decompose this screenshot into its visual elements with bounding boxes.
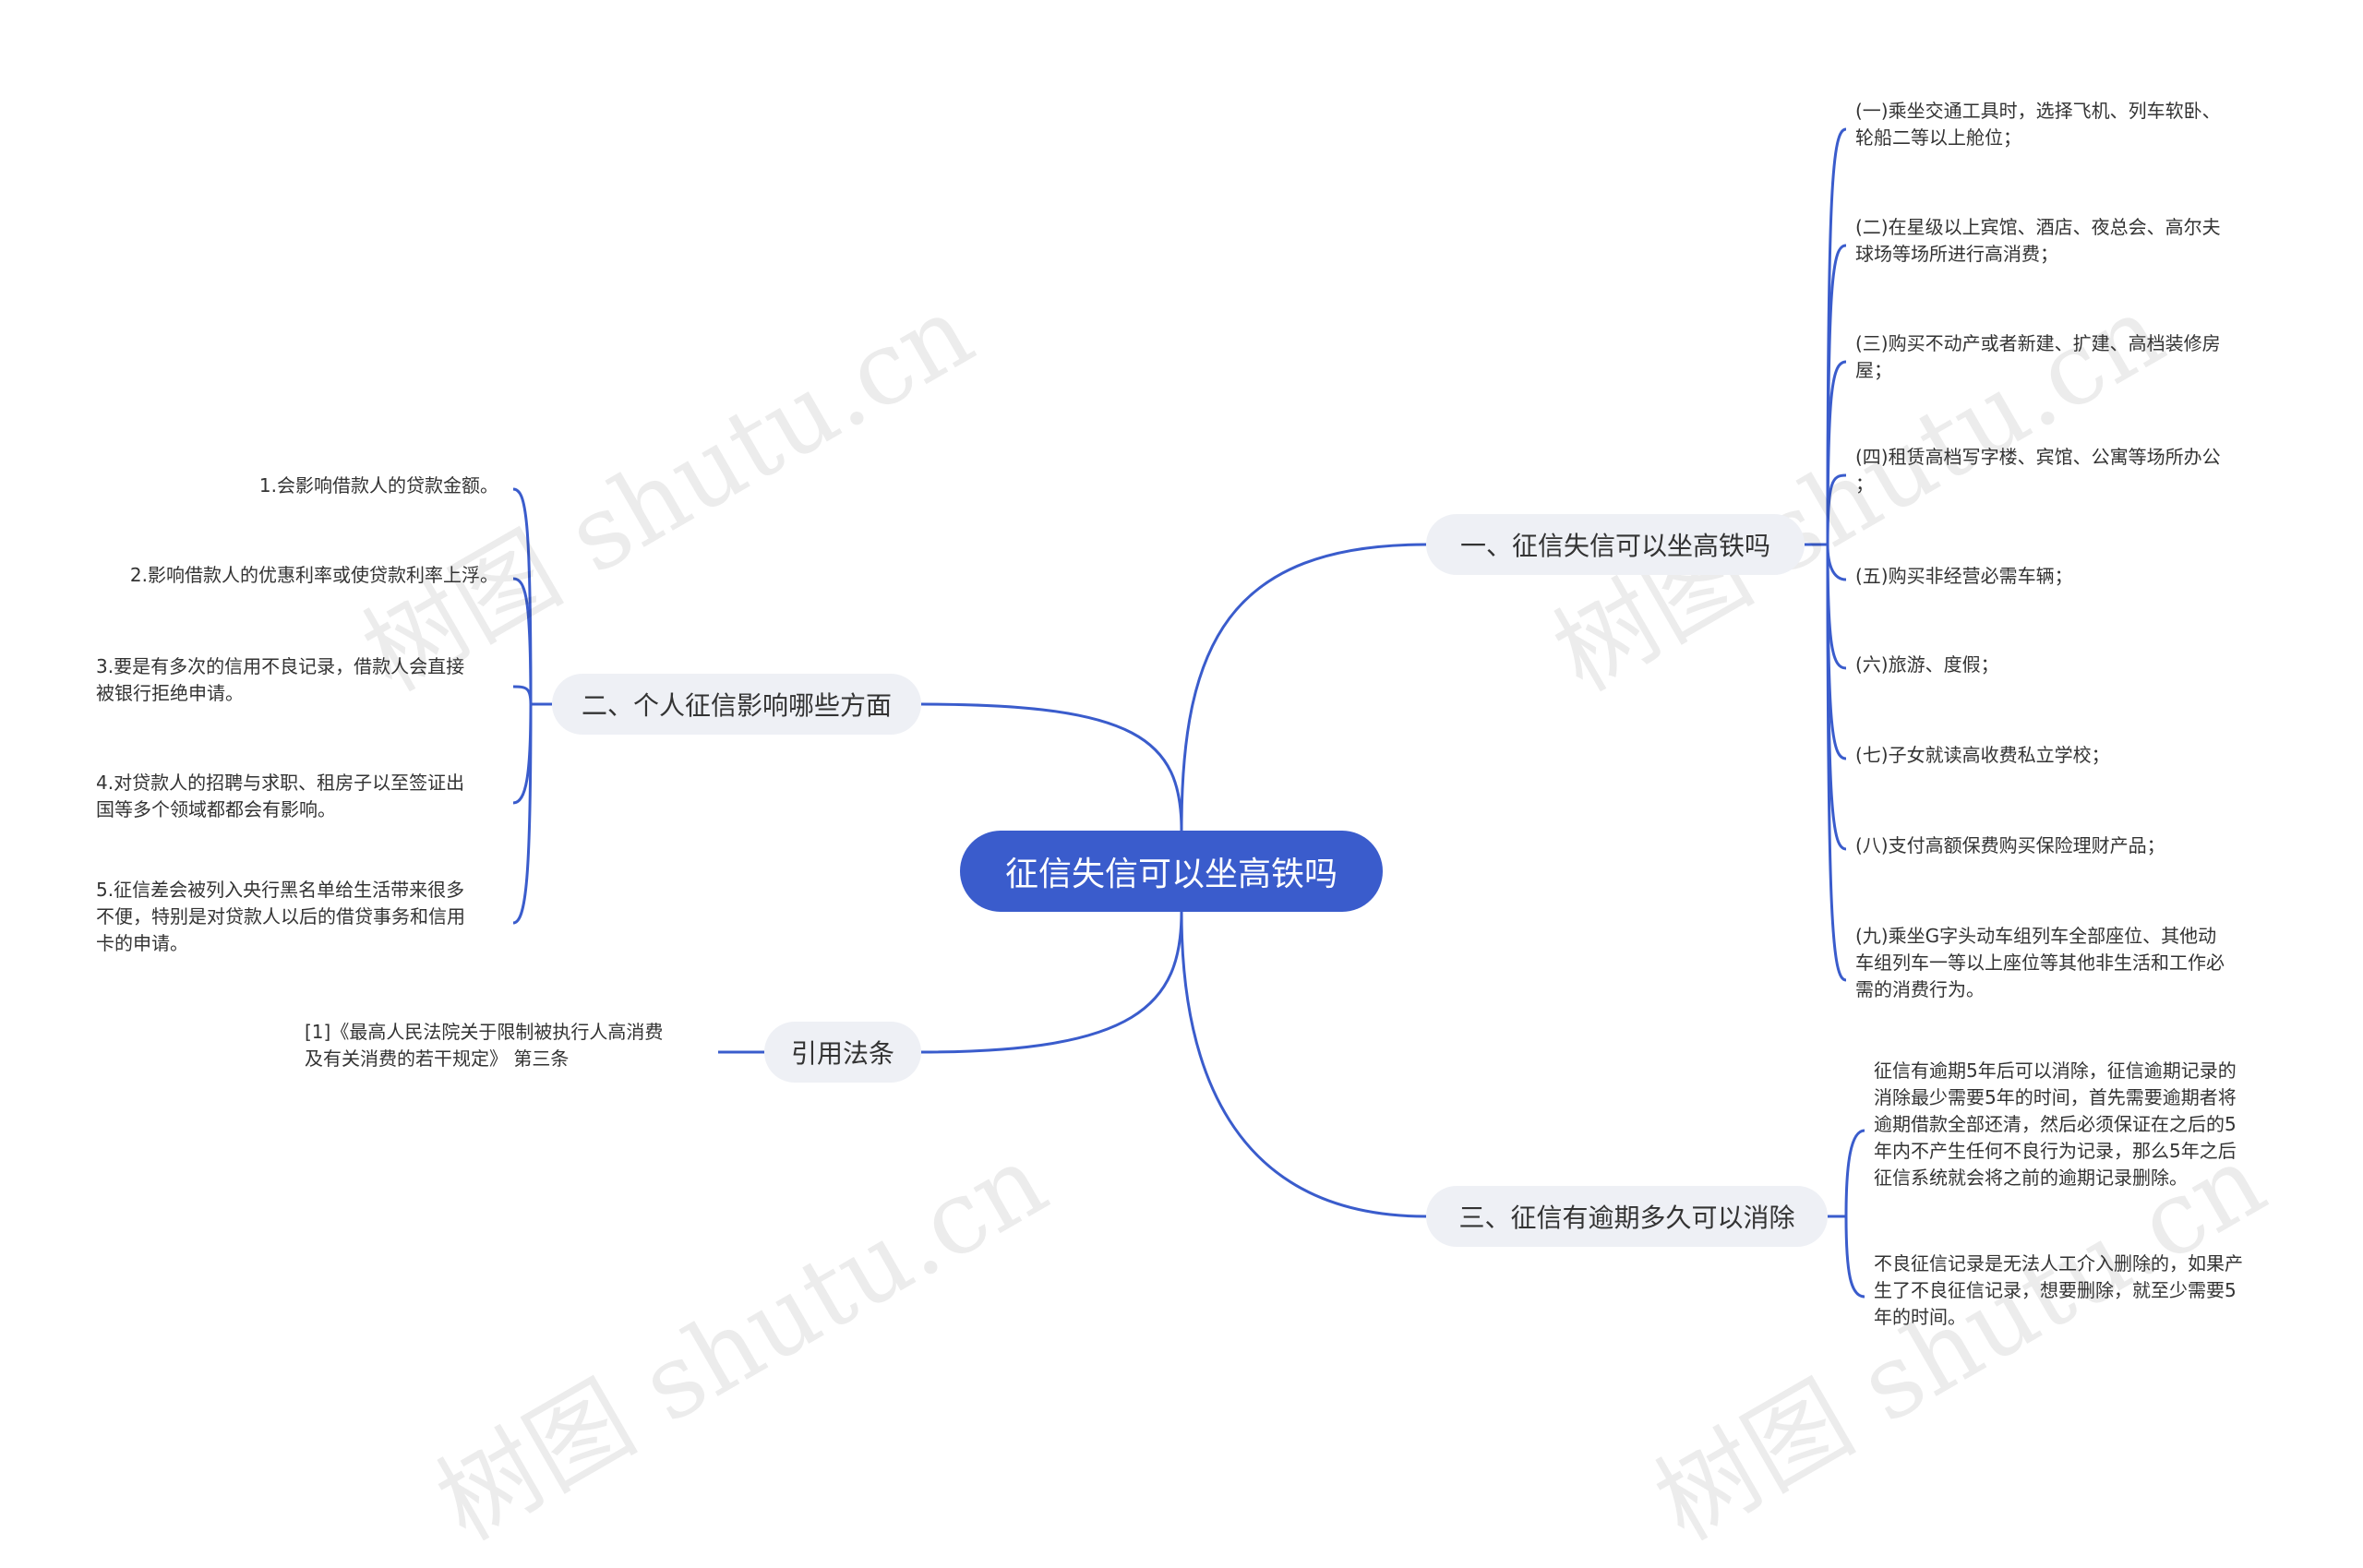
fan-b2-3	[512, 685, 533, 705]
branch1-item[interactable]: (二)在星级以上宾馆、酒店、夜总会、高尔夫 球场等场所进行高消费；	[1855, 216, 2221, 265]
central-topic[interactable]: 征信失信可以坐高铁吗	[960, 831, 1383, 912]
connector-lines	[512, 127, 1865, 1299]
link-center-branch4	[920, 911, 1183, 1054]
fan-b2-2	[512, 577, 533, 705]
fan-b1-9	[1826, 544, 1847, 982]
branch3-item[interactable]: 征信有逾期5年后可以消除，征信逾期记录的 消除最少需要5年的时间，首先需要逾期者…	[1874, 1059, 2237, 1189]
branch2-item[interactable]: 5.征信差会被列入央行黑名单给生活带来很多 不便，特别是对贷款人以后的借贷事务和…	[96, 879, 465, 954]
link-center-branch2	[920, 702, 1183, 832]
fan-b1-4	[1826, 473, 1847, 545]
branch2-item[interactable]: 4.对贷款人的招聘与求职、租房子以至签证出 国等多个领域都都会有影响。	[96, 772, 465, 820]
branch2-item[interactable]: 1.会影响借款人的贷款金额。	[258, 474, 498, 497]
branch2-item[interactable]: 2.影响借款人的优惠利率或使贷款利率上浮。	[129, 564, 498, 586]
branch1-item[interactable]: (八)支付高额保费购买保险理财产品；	[1855, 834, 2165, 856]
branch1-item[interactable]: (一)乘坐交通工具时，选择飞机、列车软卧、 轮船二等以上舱位；	[1855, 100, 2221, 149]
link-center-branch3	[1180, 911, 1427, 1218]
fan-b2-5	[512, 703, 533, 925]
branch-topic-3[interactable]: 三、征信有逾期多久可以消除	[1426, 1186, 1828, 1247]
fan-b2-1	[512, 487, 533, 705]
branch1-item[interactable]: (三)购买不动产或者新建、扩建、高档装修房 屋；	[1855, 332, 2221, 381]
branch-topic-1[interactable]: 一、征信失信可以坐高铁吗	[1426, 514, 1805, 575]
fan-b1-3	[1826, 360, 1847, 545]
branch4-item[interactable]: [1]《最高人民法院关于限制被执行人高消费 及有关消费的若干规定》 第三条	[305, 1021, 664, 1070]
branch1-item[interactable]: (五)购买非经营必需车辆；	[1855, 565, 2073, 587]
branch-topic-4[interactable]: 引用法条	[764, 1022, 921, 1083]
branch2-item[interactable]: 3.要是有多次的信用不良记录，借款人会直接 被银行拒绝申请。	[96, 655, 465, 704]
fan-b3-2	[1844, 1215, 1865, 1299]
link-center-branch1	[1180, 543, 1427, 832]
fan-b1-5	[1826, 544, 1847, 581]
branch1-item[interactable]: (四)租赁高档写字楼、宾馆、公寓等场所办公 ；	[1855, 446, 2221, 495]
branch1-item[interactable]: (六)旅游、度假；	[1855, 653, 1999, 676]
fan-b3-1	[1844, 1129, 1865, 1217]
fan-b2-4	[512, 703, 533, 805]
branch1-item[interactable]: (九)乘坐G字头动车组列车全部座位、其他动 车组列车一等以上座位等其他非生活和工…	[1855, 925, 2225, 1000]
branch1-item[interactable]: (七)子女就读高收费私立学校；	[1855, 744, 2110, 766]
branch-topic-2[interactable]: 二、个人征信影响哪些方面	[552, 674, 921, 735]
branch3-item[interactable]: 不良征信记录是无法人工介入删除的，如果产 生了不良征信记录，想要删除，就至少需要…	[1874, 1252, 2243, 1328]
